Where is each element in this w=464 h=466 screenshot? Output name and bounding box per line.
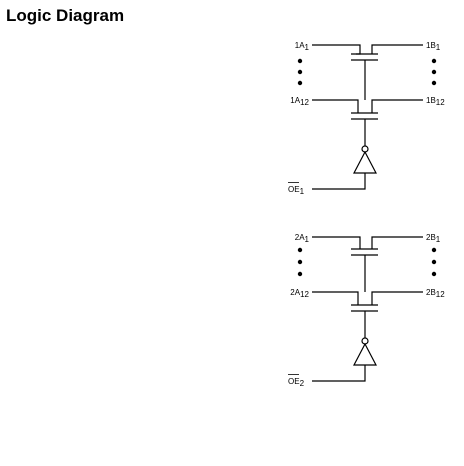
label-1b12: 1B12 <box>426 96 445 107</box>
label-oe2: OE2 <box>288 377 305 388</box>
bus-switch-2a12-2b12 <box>312 291 423 338</box>
inverter-2 <box>312 337 377 382</box>
ellipsis-dots-left <box>297 58 303 86</box>
label-1a12: 1A12 <box>290 96 309 107</box>
switch-block-2 <box>297 236 437 382</box>
ellipsis-dots-left <box>297 247 303 277</box>
bus-switch-1a1-1b1 <box>312 44 423 100</box>
switch-block-1 <box>297 44 437 190</box>
label-2b1: 2B1 <box>426 233 441 244</box>
bus-switch-1a12-1b12 <box>312 99 423 146</box>
label-1b1: 1B1 <box>426 41 441 52</box>
ellipsis-dots-right <box>431 58 437 86</box>
label-2b12: 2B12 <box>426 288 445 299</box>
label-2a12: 2A12 <box>290 288 309 299</box>
label-1a1: 1A1 <box>295 41 310 52</box>
bus-switch-2a1-2b1 <box>312 236 423 292</box>
inverter-1 <box>312 145 377 190</box>
label-2a1: 2A1 <box>295 233 310 244</box>
ellipsis-dots-right <box>431 247 437 277</box>
label-oe1: OE1 <box>288 185 305 196</box>
page-title: Logic Diagram <box>6 6 125 25</box>
